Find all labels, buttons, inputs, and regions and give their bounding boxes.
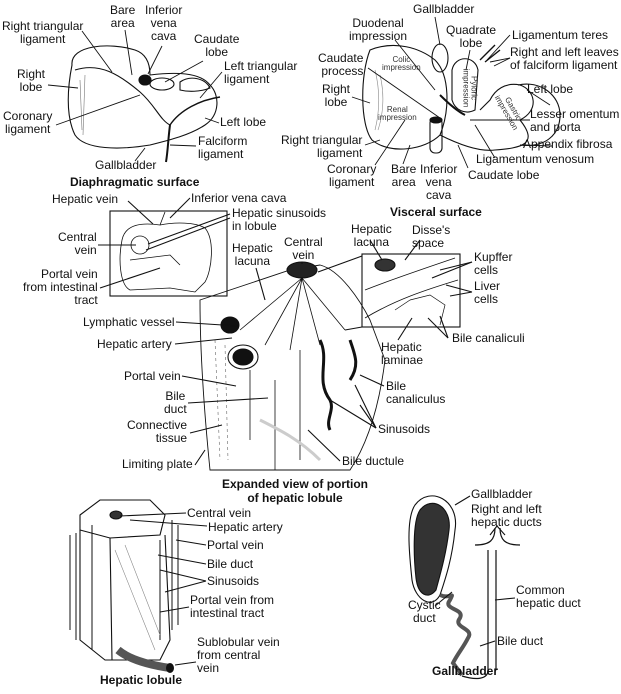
label-connective-tissue: Connective tissue — [127, 418, 188, 445]
label-central-vein: Central vein — [284, 235, 323, 262]
label-portal-vein-intestinal: Portal vein from intestinal tract — [190, 593, 275, 620]
label-left-lobe: Left lobe — [527, 82, 574, 96]
diaphragmatic-liver-drawing — [67, 45, 221, 163]
label-limiting-plate: Limiting plate — [122, 457, 193, 471]
label-common-hepatic-duct: Common hepatic duct — [516, 583, 581, 610]
label-right-lobe: Right lobe — [17, 67, 46, 94]
label-hepatic-sinusoids: Hepatic sinusoids in lobule — [232, 206, 327, 233]
label-hepatic-artery: Hepatic artery — [208, 520, 283, 534]
gallbladder-drawing — [408, 495, 521, 680]
label-portal-vein: Portal vein — [207, 538, 264, 552]
label-duodenal-impression: Duodenal impression — [349, 16, 408, 43]
label-quadrate-lobe: Quadrate lobe — [446, 23, 497, 50]
label-inferior-vena-cava: Inferior vena cava — [145, 3, 183, 43]
label-disses-space: Disse's space — [412, 223, 451, 250]
label-bile-duct: Bile duct — [207, 557, 254, 571]
label-gallbladder: Gallbladder — [95, 158, 157, 172]
label-caudate-lobe: Caudate lobe — [194, 32, 240, 59]
label-cystic-duct: Cystic duct — [408, 598, 441, 625]
label-right-triangular-ligament: Right triangular ligament — [2, 19, 84, 46]
label-hepatic-laminae: Hepatic laminae — [381, 340, 424, 367]
label-right-lobe: Right lobe — [322, 82, 351, 109]
label-lesser-omentum: Lesser omentum and porta — [530, 107, 620, 134]
label-right-triangular-ligament: Right triangular ligament — [281, 133, 363, 160]
label-hepatic-ducts: Right and left hepatic ducts — [471, 502, 542, 529]
label-bile-duct: Bile duct — [497, 634, 544, 648]
label-bare-area: Bare area — [391, 162, 417, 189]
label-ligamentum-teres: Ligamentum teres — [512, 28, 609, 42]
label-portal-vein: Portal vein — [124, 369, 181, 383]
label-bile-duct: Bile duct — [164, 389, 187, 416]
label-gallbladder: Gallbladder — [471, 487, 533, 501]
caption-gallbladder: Gallbladder — [432, 664, 499, 678]
liver-inset-drawing — [98, 197, 231, 297]
label-sublobular-vein: Sublobular vein from central vein — [197, 635, 280, 675]
label-bare-area: Bare area — [110, 3, 136, 30]
label-caudate-process: Caudate process — [318, 51, 364, 78]
label-central-vein-inset: Central vein — [58, 230, 97, 257]
label-sinusoids: Sinusoids — [207, 574, 260, 588]
label-falciform-ligament: Falciform ligament — [198, 134, 248, 161]
expanded-lobule-drawing — [174, 239, 473, 471]
caption-expanded-view: Expanded view of portion of hepatic lobu… — [222, 477, 369, 505]
caption-diaphragmatic-surface: Diaphragmatic surface — [70, 175, 200, 189]
label-coronary-ligament: Coronary ligament — [327, 162, 377, 189]
label-falciform-leaves: Right and left leaves of falciform ligam… — [510, 45, 619, 72]
label-pyloric-impression: Pyloric impression — [461, 68, 479, 108]
label-bile-canaliculus: Bile canaliculus — [386, 379, 446, 406]
label-kupffer-cells: Kupffer cells — [474, 250, 513, 277]
label-appendix-fibrosa: Appendix fibrosa — [523, 137, 613, 151]
hepatic-lobule-drawing — [69, 499, 208, 673]
label-gallbladder: Gallbladder — [413, 2, 475, 16]
label-bile-ductule: Bile ductule — [342, 454, 405, 468]
label-ligamentum-venosum: Ligamentum venosum — [476, 152, 595, 166]
caption-hepatic-lobule: Hepatic lobule — [100, 673, 183, 687]
label-hepatic-artery: Hepatic artery — [97, 337, 172, 351]
label-bile-canaliculi: Bile canaliculi — [452, 331, 525, 345]
leader-lines — [47, 16, 553, 169]
label-left-lobe: Left lobe — [220, 115, 267, 129]
label-liver-cells: Liver cells — [474, 279, 501, 306]
label-hepatic-lacuna: Hepatic lacuna — [232, 241, 273, 268]
label-inferior-vena-cava: Inferior vena cava — [420, 162, 458, 202]
label-hepatic-vein: Hepatic vein — [52, 192, 119, 206]
label-coronary-ligament: Coronary ligament — [3, 109, 53, 136]
label-renal-impression: Renal impression — [378, 105, 417, 122]
label-hepatic-lacuna-detail: Hepatic lacuna — [351, 222, 392, 249]
label-inferior-vena-cava: Inferior vena cava — [191, 191, 287, 205]
label-left-triangular-ligament: Left triangular ligament — [224, 59, 298, 86]
caption-visceral-surface: Visceral surface — [390, 205, 482, 219]
label-sinusoids: Sinusoids — [378, 422, 431, 436]
label-portal-vein-intestinal: Portal vein from intestinal tract — [23, 267, 98, 307]
label-colic-impression: Colic impression — [382, 55, 421, 72]
label-central-vein: Central vein — [187, 506, 252, 520]
label-lymphatic-vessel: Lymphatic vessel — [83, 315, 175, 329]
label-caudate-lobe: Caudate lobe — [468, 168, 540, 182]
